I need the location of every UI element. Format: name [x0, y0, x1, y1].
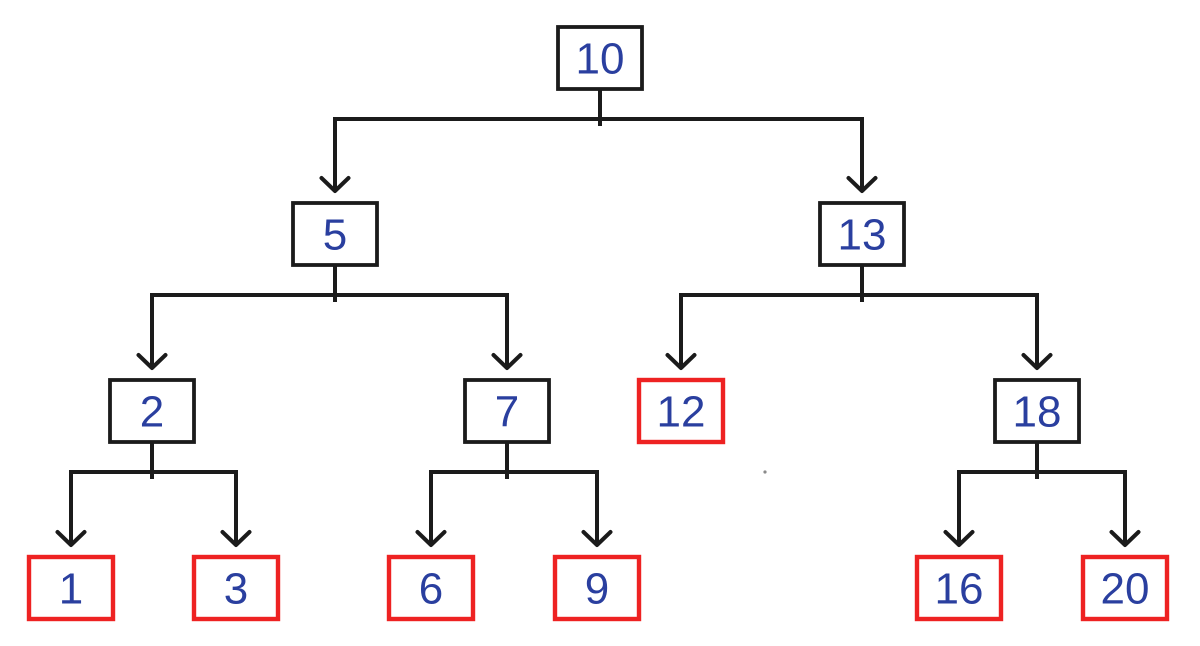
- arrowhead-down-icon: [136, 353, 168, 370]
- node-value: 1: [59, 565, 83, 614]
- node-box-highlighted: [191, 554, 281, 622]
- tree-node-20: 20: [1080, 554, 1170, 622]
- node-box: [993, 378, 1081, 444]
- node-value: 18: [1013, 388, 1062, 437]
- node-box: [463, 378, 551, 444]
- node-value: 5: [323, 211, 347, 260]
- arrowhead-down-icon: [943, 530, 975, 547]
- edge-group-13: [665, 264, 1053, 370]
- arrowhead-down-icon: [415, 530, 447, 547]
- tree-node-16: 16: [914, 554, 1004, 622]
- node-box: [108, 378, 196, 444]
- tree-node-5: 5: [291, 201, 379, 267]
- node-value: 20: [1101, 565, 1150, 614]
- node-box: [818, 201, 906, 267]
- node-box-highlighted: [386, 554, 476, 622]
- node-value: 9: [585, 565, 609, 614]
- tree-node-18: 18: [993, 378, 1081, 444]
- node-box: [556, 25, 644, 91]
- arrowhead-down-icon: [55, 530, 87, 547]
- node-value: 2: [140, 388, 164, 437]
- arrowhead-down-icon: [665, 353, 697, 370]
- arrowhead-down-icon: [581, 530, 613, 547]
- node-value: 10: [576, 35, 625, 84]
- node-value: 6: [419, 565, 443, 614]
- tree-node-7: 7: [463, 378, 551, 444]
- tree-node-12: 12: [636, 377, 726, 445]
- node-box-highlighted: [1080, 554, 1170, 622]
- edge-group-10: [319, 88, 878, 193]
- arrowhead-down-icon: [1109, 530, 1141, 547]
- arrowhead-down-icon: [220, 530, 252, 547]
- arrowhead-down-icon: [491, 353, 523, 370]
- node-value: 12: [657, 388, 706, 437]
- arrowhead-down-icon: [319, 176, 351, 193]
- edge-group-2: [55, 441, 252, 547]
- edge-group-18: [943, 441, 1141, 547]
- node-value: 7: [495, 388, 519, 437]
- node-value: 13: [838, 211, 887, 260]
- node-box-highlighted: [26, 554, 116, 622]
- edge-group-5: [136, 264, 523, 370]
- node-value: 16: [935, 565, 984, 614]
- tree-node-10: 10: [556, 25, 644, 91]
- node-box-highlighted: [914, 554, 1004, 622]
- node-box-highlighted: [636, 377, 726, 445]
- node-box-highlighted: [552, 554, 642, 622]
- tree-node-9: 9: [552, 554, 642, 622]
- arrowhead-down-icon: [1021, 353, 1053, 370]
- node-box: [291, 201, 379, 267]
- arrowhead-down-icon: [846, 176, 878, 193]
- node-value: 3: [224, 565, 248, 614]
- tree-node-3: 3: [191, 554, 281, 622]
- tree-node-13: 13: [818, 201, 906, 267]
- tree-node-6: 6: [386, 554, 476, 622]
- tree-node-2: 2: [108, 378, 196, 444]
- tree-node-1: 1: [26, 554, 116, 622]
- stray-dot: [763, 470, 767, 474]
- edge-group-7: [415, 441, 613, 547]
